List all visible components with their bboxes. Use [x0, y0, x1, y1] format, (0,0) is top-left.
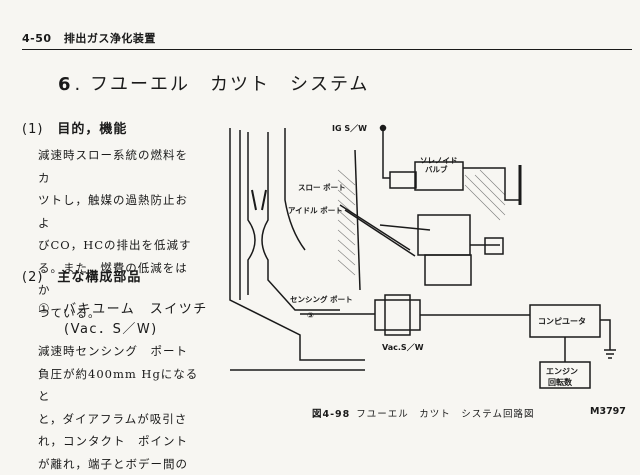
idle-passage — [379, 224, 431, 231]
section-title: 6. フユーエル カツト システム — [58, 70, 369, 96]
carb-venturi-right — [261, 132, 340, 311]
label-circle-3: ③ — [307, 311, 314, 320]
mixture-block — [424, 254, 472, 286]
idle-block — [417, 214, 471, 256]
body-left-line — [354, 149, 361, 291]
ground-wire — [600, 319, 611, 350]
label-slow-port: スロー ポート — [298, 182, 346, 192]
ig-terminal — [379, 124, 387, 132]
engine-rpm-box — [539, 361, 591, 389]
slow-passage — [339, 204, 411, 251]
label-idle-port: アイドル ポート — [288, 205, 343, 215]
fuel-cut-circuit-diagram: IG S／W ソレノイド バルブ スロー ポート アイドル ポート センシング … — [229, 123, 616, 389]
subsection-1-heading: (1) 目的，機能 — [22, 118, 127, 137]
adjust-screw-head — [484, 237, 504, 255]
carb-venturi-left — [247, 132, 256, 295]
subsection-1-body: 減速時スロー系統の燃料をカ ツトし，触媒の過熱防止およ びCO，HCの排出を低減… — [38, 148, 192, 320]
subsection-1-number: (1) — [22, 122, 44, 137]
figure-code: M3797 — [590, 406, 626, 417]
throttle-mark-1 — [251, 189, 257, 211]
figure-caption: 図4-98 フユーエル カツト システム回路図 — [312, 406, 535, 420]
slow-passage-2 — [344, 209, 416, 257]
label-ig-sw: IG S／W — [332, 123, 367, 133]
component-1-name: ① バキユーム スイツチ — [38, 298, 208, 317]
component-1-number: ① — [38, 302, 52, 317]
hatch-left — [337, 169, 356, 276]
page-number: 4-50 — [22, 32, 52, 45]
ground-symbol — [604, 349, 616, 359]
carb-wall-right — [284, 128, 306, 251]
vac-switch-body — [374, 299, 421, 331]
hatch-right — [464, 169, 506, 221]
label-solenoid-1: ソレノイド — [420, 156, 458, 165]
figure-title: フユーエル カツト システム回路図 — [356, 409, 535, 420]
subsection-2-number: (2) — [22, 270, 44, 285]
solenoid-body — [389, 171, 417, 189]
subsection-1-title: 目的，機能 — [57, 122, 128, 137]
label-sensing-port: センシング ポート — [290, 294, 353, 304]
ig-wire — [382, 130, 390, 179]
chapter-title: 排出ガス浄化装置 — [63, 32, 156, 45]
label-engine-1: エンジン — [546, 367, 578, 376]
solenoid-side — [463, 167, 520, 201]
solenoid-housing — [414, 161, 464, 191]
figure-number: 図4-98 — [312, 409, 351, 420]
page-header: 4-50 排出ガス浄化装置 — [22, 30, 632, 50]
subsection-2-title: 主な構成部品 — [57, 270, 142, 285]
throttle-mark-2 — [261, 189, 267, 211]
component-1-code: (Vac．S／W) — [64, 322, 158, 337]
section-title-text: . フユーエル カツト システム — [74, 74, 370, 95]
section-number: 6 — [58, 74, 73, 95]
component-1-name-text: バキユーム スイツチ — [63, 302, 208, 317]
vac-switch-diaphragm — [384, 294, 411, 336]
label-engine-2: 回転数 — [548, 377, 573, 387]
label-solenoid-2: バルブ — [425, 164, 448, 174]
carb-wall-left — [229, 128, 365, 361]
subsection-2-heading: (2) 主な構成部品 — [22, 266, 141, 285]
label-computer: コンピユータ — [538, 316, 586, 326]
label-vac-sw: Vac.S／W — [382, 342, 424, 352]
